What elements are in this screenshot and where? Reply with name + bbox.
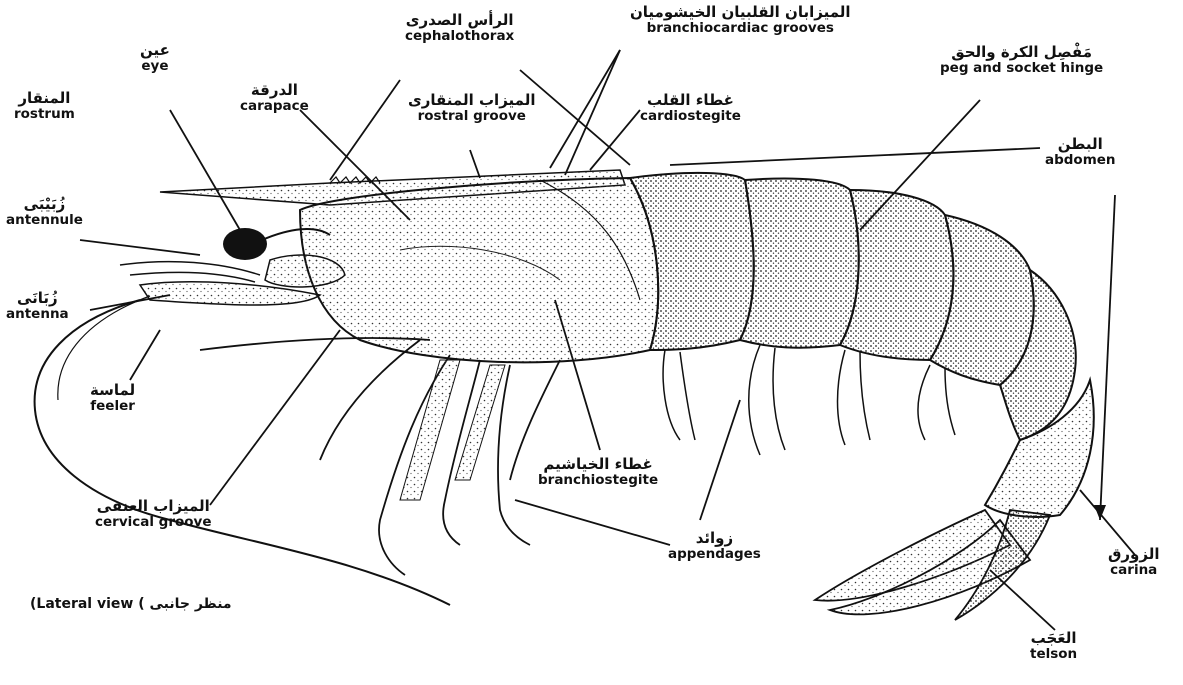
label-rostrum-en: rostrum (14, 107, 75, 123)
label-branchiocardiac-grooves-ar: الميزابان القلبيان الخيشوميان (630, 4, 851, 21)
label-carapace: الدرقة carapace (240, 82, 309, 115)
label-peg-and-socket-hinge: مَفْصِل الكرة والحق peg and socket hinge (940, 44, 1103, 77)
label-feeler: لماسة feeler (90, 382, 135, 415)
figure-caption: (Lateral view منظر جانبى ) (30, 596, 232, 612)
label-carapace-en: carapace (240, 99, 309, 115)
carapace-shape (300, 178, 658, 362)
label-antennule-en: antennule (6, 213, 83, 229)
label-branchiostegite: غطاء الخياشيم branchiostegite (538, 456, 658, 489)
antennule-shape (120, 262, 260, 282)
label-appendages-en: appendages (668, 547, 761, 563)
label-branchiostegite-en: branchiostegite (538, 473, 658, 489)
label-antennule-ar: زُبَيْبَى (6, 196, 83, 213)
label-rostral-groove-ar: الميزاب المنقارى (408, 92, 536, 109)
label-cervical-groove-ar: الميزاب العنقى (95, 498, 212, 515)
label-rostrum-ar: المنقار (14, 90, 75, 107)
label-branchiocardiac-grooves: الميزابان القلبيان الخيشوميان branchioca… (630, 4, 851, 37)
label-cervical-groove-en: cervical groove (95, 515, 212, 531)
label-cephalothorax-en: cephalothorax (405, 29, 514, 45)
label-peg-and-socket-hinge-en: peg and socket hinge (940, 61, 1103, 77)
label-eye-en: eye (140, 59, 170, 75)
label-feeler-ar: لماسة (90, 382, 135, 399)
label-telson: العَجَب telson (1030, 630, 1077, 663)
label-feeler-en: feeler (90, 399, 135, 415)
label-eye-ar: عين (140, 42, 170, 59)
label-carina-en: carina (1108, 563, 1159, 579)
label-antenna: زُبَانَى antenna (6, 290, 69, 323)
label-rostral-groove-en: rostral groove (408, 109, 536, 125)
label-antenna-ar: زُبَانَى (6, 290, 69, 307)
label-carina: الزورق carina (1108, 546, 1159, 579)
label-appendages-ar: زوائد (668, 530, 761, 547)
eye-shape (223, 228, 267, 260)
label-rostrum: المنقار rostrum (14, 90, 75, 123)
label-cephalothorax-ar: الرأس الصدرى (405, 12, 514, 29)
abdomen-segment-2 (740, 178, 859, 347)
label-antenna-en: antenna (6, 307, 69, 323)
label-antennule: زُبَيْبَى antennule (6, 196, 83, 229)
label-abdomen: البطن abdomen (1045, 136, 1116, 169)
label-cardiostegite-en: cardiostegite (640, 109, 741, 125)
label-appendages: زوائد appendages (668, 530, 761, 563)
label-telson-ar: العَجَب (1030, 630, 1077, 647)
leg-shading (400, 360, 505, 500)
label-cardiostegite: غطاء القلب cardiostegite (640, 92, 741, 125)
label-branchiostegite-ar: غطاء الخياشيم (538, 456, 658, 473)
label-branchiocardiac-grooves-en: branchiocardiac grooves (630, 21, 851, 37)
label-carapace-ar: الدرقة (240, 82, 309, 99)
label-cervical-groove: الميزاب العنقى cervical groove (95, 498, 212, 531)
label-carina-ar: الزورق (1108, 546, 1159, 563)
label-peg-and-socket-hinge-ar: مَفْصِل الكرة والحق (940, 44, 1103, 61)
label-cephalothorax: الرأس الصدرى cephalothorax (405, 12, 514, 45)
label-abdomen-ar: البطن (1045, 136, 1116, 153)
label-telson-en: telson (1030, 647, 1077, 663)
caption-en: (Lateral view (30, 596, 133, 612)
walking-legs (200, 338, 560, 575)
caption-ar: منظر جانبى ) (138, 596, 231, 612)
label-abdomen-en: abdomen (1045, 153, 1116, 169)
swimmerets (663, 345, 955, 455)
label-cardiostegite-ar: غطاء القلب (640, 92, 741, 109)
label-rostral-groove: الميزاب المنقارى rostral groove (408, 92, 536, 125)
label-eye: عين eye (140, 42, 170, 75)
